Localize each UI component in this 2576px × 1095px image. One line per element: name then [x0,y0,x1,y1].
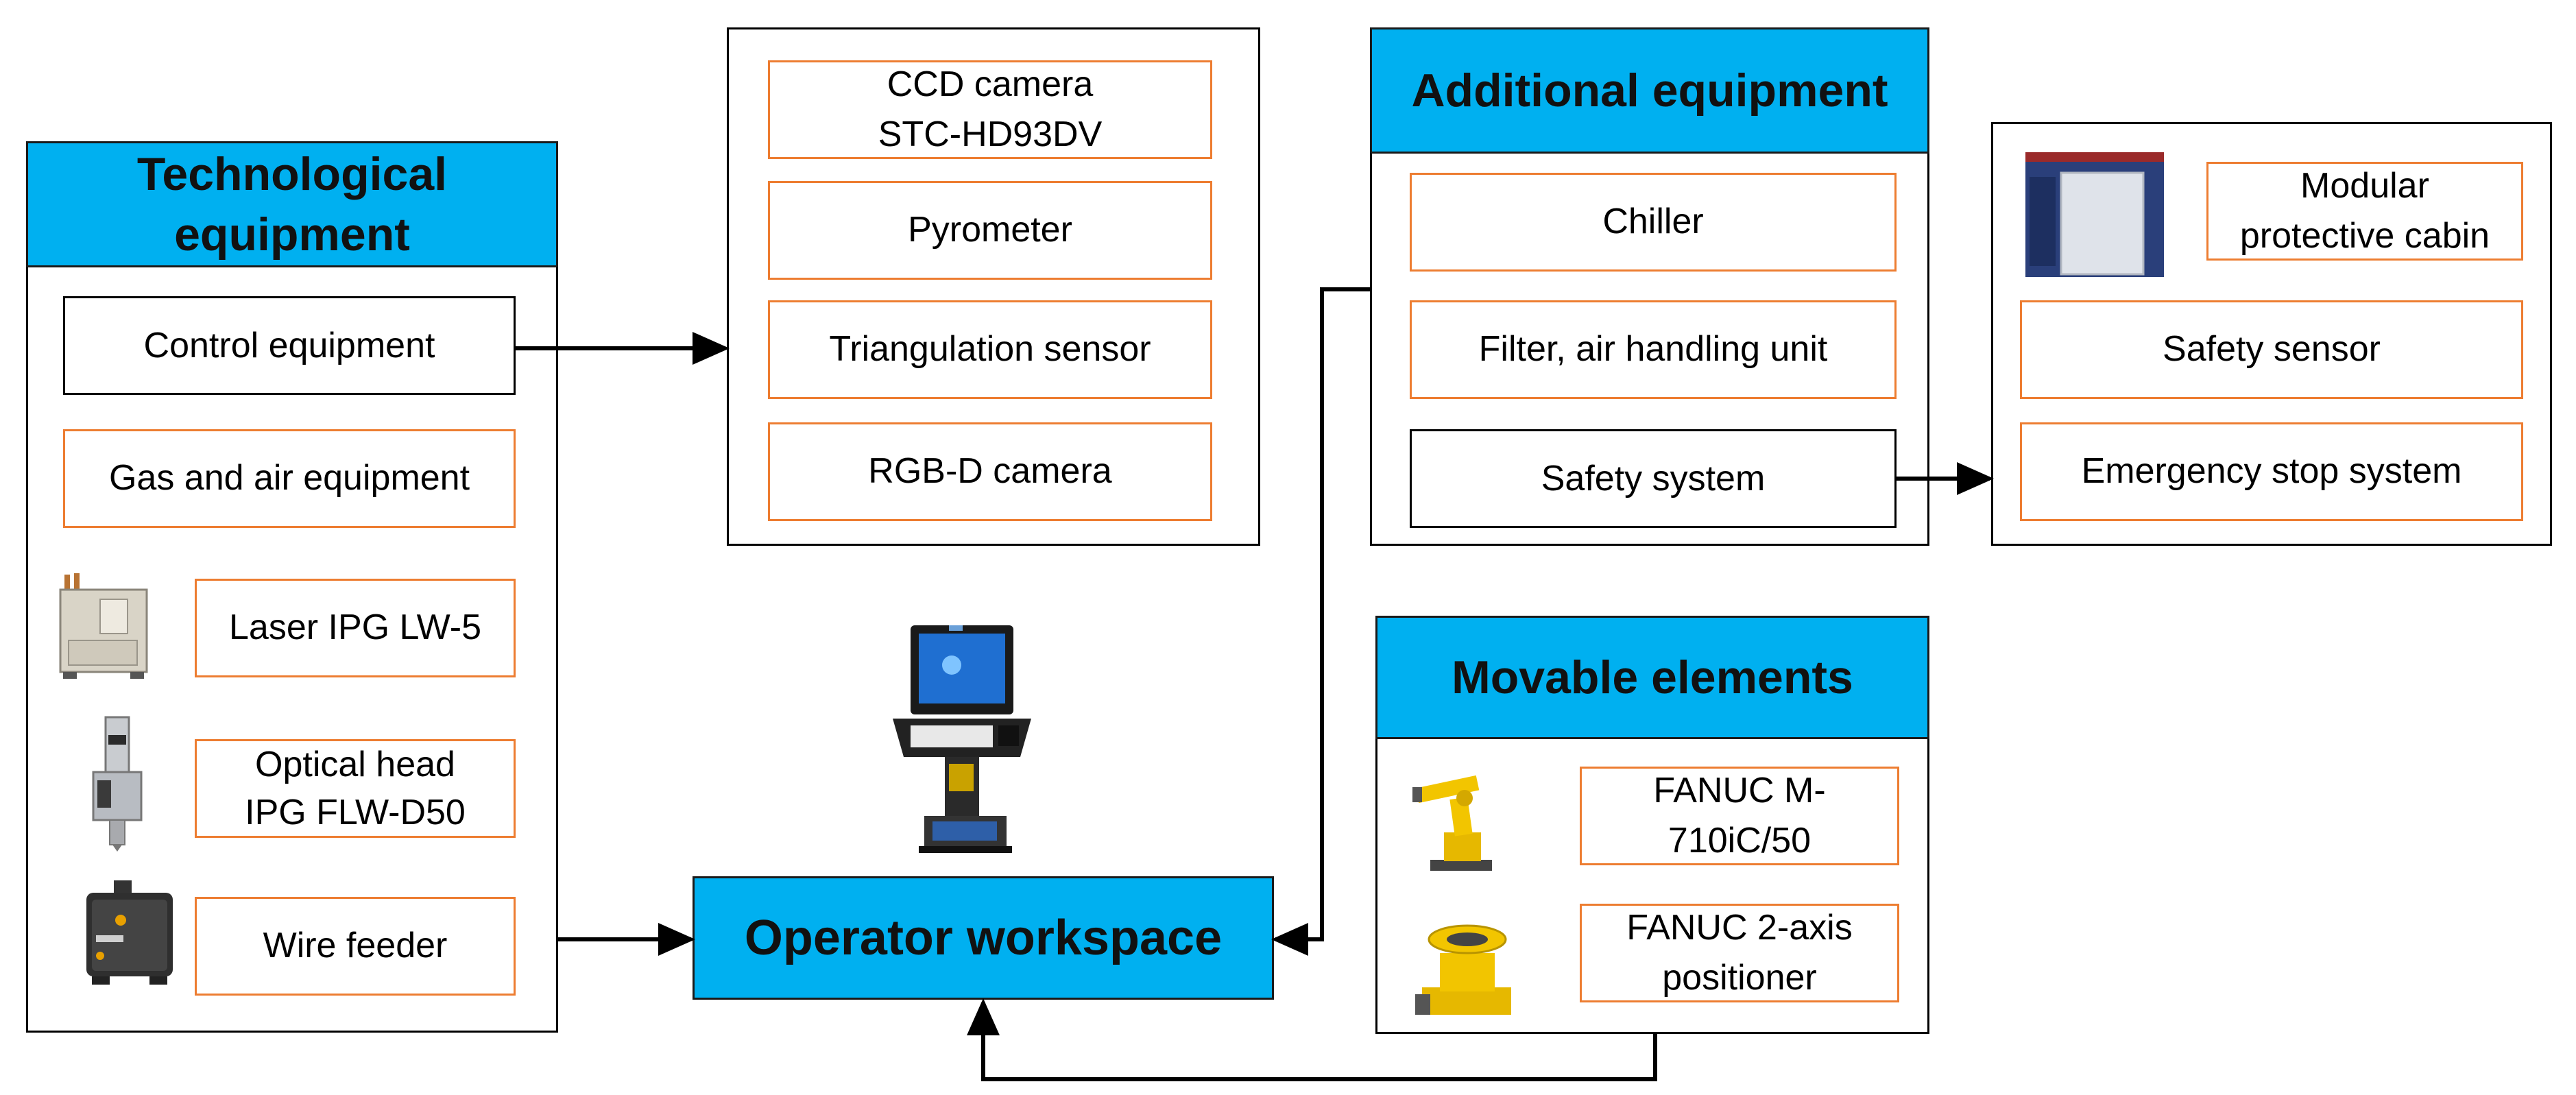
triangulation-sensor-box: Triangulation sensor [768,300,1212,399]
laser-box: Laser IPG LW-5 [195,579,516,677]
additional-equipment-header: Additional equipment [1370,27,1929,154]
optical-head-box: Optical head IPG FLW-D50 [195,739,516,838]
safety-system-box: Safety system [1410,429,1897,528]
chiller-box: Chiller [1410,173,1897,272]
rgbd-camera-box: RGB-D camera [768,422,1212,521]
fanuc-positioner-box: FANUC 2-axis positioner [1580,904,1899,1002]
ccd-camera-box: CCD camera STC-HD93DV [768,60,1212,159]
positioner-image [1412,912,1522,1022]
robot-arm-image [1410,757,1513,874]
laser-unit-image [58,572,151,682]
arrow-additional-to-operator [1271,287,1370,956]
modular-protective-cabin-box: Modular protective cabin [2206,162,2523,261]
pyrometer-box: Pyrometer [768,181,1212,280]
protective-cabin-image [2023,149,2167,280]
safety-sensor-box: Safety sensor [2020,300,2523,399]
wire-feeder-image [80,879,181,987]
operator-workstation-image [883,623,1041,856]
operator-workspace-box: Operator workspace [693,876,1274,1000]
control-equipment-box: Control equipment [63,296,516,395]
movable-elements-header: Movable elements [1375,616,1929,739]
emergency-stop-box: Emergency stop system [2020,422,2523,521]
optical-head-image [84,714,152,852]
technological-equipment-header: Technological equipment [26,141,558,267]
gas-air-equipment-box: Gas and air equipment [63,429,516,528]
wire-feeder-box: Wire feeder [195,897,516,996]
fanuc-robot-box: FANUC M- 710iC/50 [1580,767,1899,865]
filter-air-handling-box: Filter, air handling unit [1410,300,1897,399]
